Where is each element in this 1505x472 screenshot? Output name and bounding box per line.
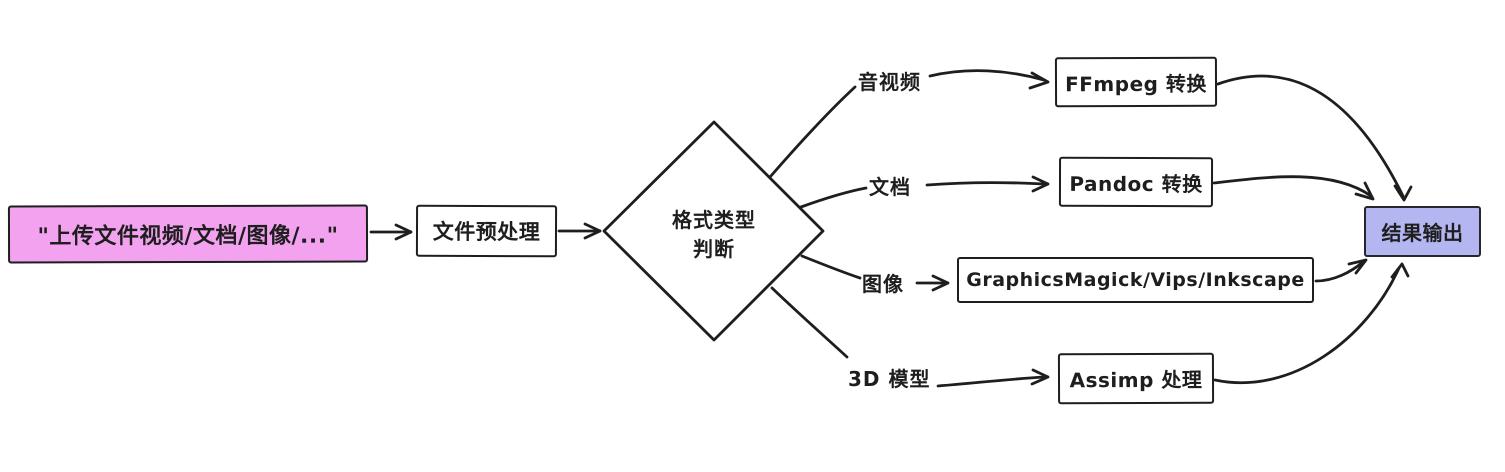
branch-label-audio-video: 音视频 — [858, 70, 921, 94]
decision-diamond-shape — [602, 120, 825, 342]
arrow-document-to-pandoc — [925, 175, 1050, 193]
node-input-label: "上传文件视频/文档/图像/..." — [37, 223, 339, 250]
arrow-pandoc-to-output — [1212, 175, 1375, 201]
node-assimp-process: Assimp 处理 — [1057, 352, 1215, 405]
node-pandoc-convert: Pandoc 转换 — [1058, 156, 1214, 208]
node-result-output: 结果输出 — [1364, 206, 1481, 257]
branch-label-3d-model: 3D 模型 — [848, 367, 931, 391]
branch-label-image: 图像 — [862, 272, 904, 296]
node-graphicsmagick-label: GraphicsMagick/Vips/Inkscape — [966, 269, 1305, 291]
arrow-assimp-to-output — [1213, 262, 1410, 385]
node-output-label: 结果输出 — [1381, 221, 1464, 245]
line-decision-to-3d-model — [770, 286, 849, 359]
node-preprocess-label: 文件预处理 — [432, 219, 541, 245]
node-decision-label: 格式类型 判断 — [672, 208, 756, 261]
arrow-graphicsmagick-to-output — [1314, 258, 1368, 283]
line-decision-to-image — [800, 254, 862, 280]
node-pandoc-label: Pandoc 转换 — [1069, 171, 1203, 196]
node-ffmpeg-label: FFmpeg 转换 — [1065, 71, 1207, 96]
node-graphicsmagick-vips-inkscape: GraphicsMagick/Vips/Inkscape — [957, 257, 1314, 303]
line-decision-to-document — [799, 186, 868, 209]
node-input-upload: "上传文件视频/文档/图像/..." — [7, 204, 369, 264]
line-decision-to-audio-video — [768, 85, 857, 179]
arrow-audio-video-to-ffmpeg — [928, 69, 1050, 90]
branch-label-document: 文档 — [869, 175, 911, 199]
node-assimp-label: Assimp 处理 — [1069, 367, 1203, 393]
node-file-preprocess: 文件预处理 — [415, 204, 558, 258]
arrow-input-to-preprocess — [369, 223, 413, 241]
arrow-ffmpeg-to-output — [1216, 74, 1413, 202]
arrow-preprocess-to-decision — [557, 222, 602, 240]
arrow-image-to-graphicsmagick — [915, 274, 950, 292]
node-ffmpeg-convert: FFmpeg 转换 — [1054, 56, 1218, 108]
arrow-3d-model-to-assimp — [936, 368, 1050, 388]
